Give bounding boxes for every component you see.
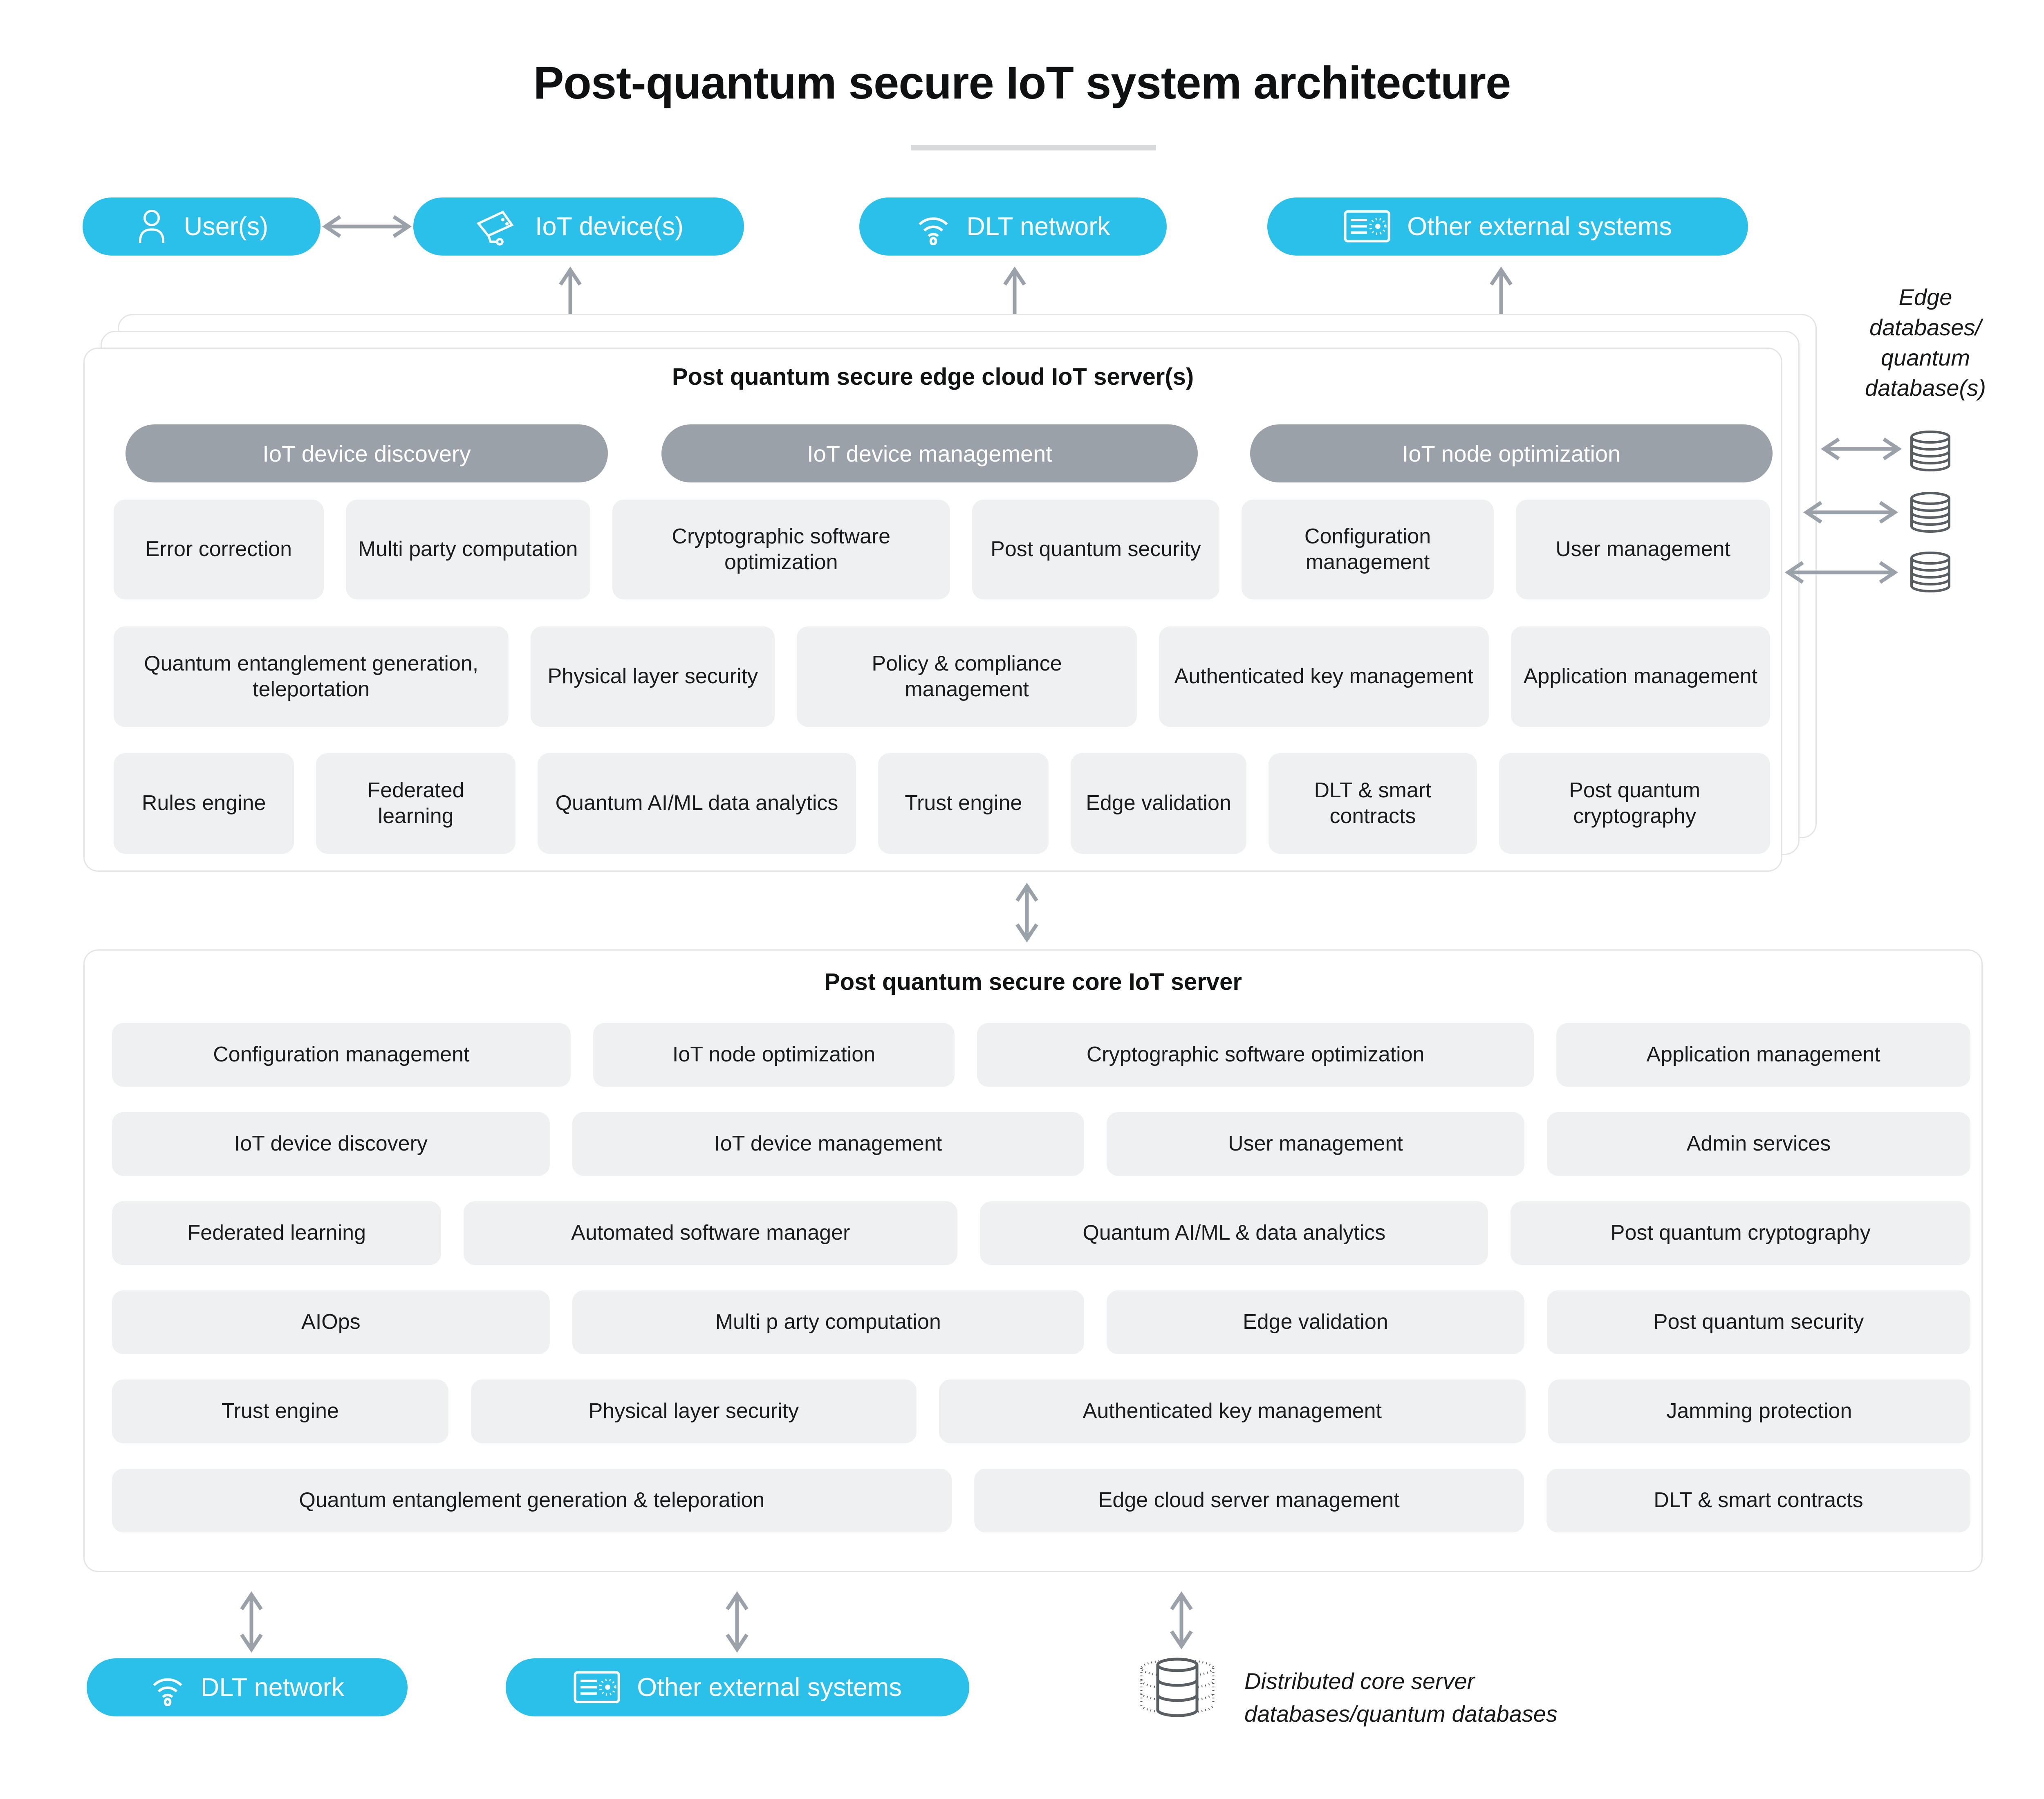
core-box-aiops: AIOps (112, 1290, 550, 1354)
core-box-node-optimization: IoT node optimization (593, 1023, 955, 1087)
core-box-crypto-software: Cryptographic software optimization (977, 1023, 1534, 1087)
core-box-physical-layer: Physical layer security (471, 1380, 917, 1443)
core-box-device-mgmt: IoT device management (572, 1112, 1084, 1176)
edge-pill-device-discovery: IoT device discovery (126, 424, 608, 482)
page-title: Post-quantum secure IoT system architect… (533, 57, 1511, 108)
core-box-jamming: Jamming protection (1548, 1380, 1970, 1443)
arrow-edge-db-1 (1820, 437, 1902, 460)
core-box-pq-security: Post quantum security (1547, 1290, 1970, 1354)
edge-box-quantum-aiml: Quantum AI/ML data analytics (537, 753, 856, 854)
edge-box-config-mgmt: Configuration management (1241, 500, 1494, 599)
edge-capability-row-2: Quantum entanglement generation, telepor… (114, 626, 1770, 727)
edge-databases-label-line: databases/ (1869, 314, 1981, 340)
node-other-external-bottom: Other external systems (506, 1658, 969, 1716)
edge-box-edge-validation: Edge validation (1071, 753, 1246, 854)
arrow-edge-db-2 (1803, 501, 1898, 524)
core-capability-row-2: IoT device discovery IoT device manageme… (112, 1112, 1970, 1176)
arrow-core-dlt (240, 1591, 263, 1653)
edge-databases-label-line: Edge (1898, 284, 1952, 310)
core-capability-row-5: Trust engine Physical layer security Aut… (112, 1380, 1970, 1443)
edge-capability-row-1: Error correction Multi party computation… (114, 500, 1770, 599)
core-box-dlt-contracts: DLT & smart contracts (1546, 1469, 1970, 1532)
core-box-auto-software: Automated software manager (464, 1201, 958, 1265)
edge-box-trust-engine: Trust engine (878, 753, 1049, 854)
core-capability-row-6: Quantum entanglement generation & telepo… (112, 1469, 1970, 1532)
core-databases-label-line: databases/quantum databases (1244, 1700, 1558, 1727)
core-capability-row-3: Federated learning Automated software ma… (112, 1201, 1970, 1265)
edge-box-physical-layer: Physical layer security (531, 626, 775, 727)
edge-box-pq-security: Post quantum security (972, 500, 1219, 599)
edge-pill-node-optimization: IoT node optimization (1250, 424, 1773, 482)
arrow-edge-core (1015, 882, 1038, 943)
node-dlt-network-bottom: DLT network (87, 1658, 408, 1716)
user-icon (139, 210, 164, 243)
edge-box-rules-engine: Rules engine (114, 753, 294, 854)
arrow-users-iotdevices (322, 215, 412, 238)
arrow-core-db (1170, 1591, 1193, 1650)
node-users-label: User(s) (184, 212, 269, 241)
core-box-trust-engine: Trust engine (112, 1380, 448, 1443)
edge-capability-row-3: Rules engine Federated learning Quantum … (114, 753, 1770, 854)
external-system-card-icon (574, 1671, 620, 1703)
wifi-icon (153, 1678, 182, 1706)
edge-box-dlt-contracts: DLT & smart contracts (1268, 753, 1477, 854)
core-capability-row-1: Configuration management IoT node optimi… (112, 1023, 1971, 1087)
core-box-multi-party: Multi p arty computation (572, 1290, 1084, 1354)
arrow-edge-db-3 (1784, 561, 1898, 584)
core-box-device-discovery: IoT device discovery (112, 1112, 550, 1176)
core-box-auth-key: Authenticated key management (939, 1380, 1526, 1443)
core-box-entanglement: Quantum entanglement generation & telepo… (112, 1469, 952, 1532)
title-underline (911, 145, 1156, 150)
core-box-edge-cloud-mgmt: Edge cloud server management (974, 1469, 1524, 1532)
edge-databases-label-line: database(s) (1865, 375, 1986, 401)
node-other-external-top: Other external systems (1267, 197, 1748, 256)
cctv-camera-icon (476, 211, 514, 246)
node-iot-devices: IoT device(s) (413, 197, 744, 256)
core-box-config-mgmt: Configuration management (112, 1023, 571, 1087)
edge-server-title: Post quantum secure edge cloud IoT serve… (672, 363, 1194, 390)
node-dlt-network-bottom-label: DLT network (200, 1673, 345, 1702)
wifi-icon (919, 217, 948, 245)
edge-box-app-mgmt: Application management (1511, 626, 1770, 727)
node-users: User(s) (83, 197, 320, 256)
core-databases-label: Distributed core server databases/quantu… (1244, 1665, 1858, 1730)
core-databases-label-line: Distributed core server (1244, 1668, 1475, 1694)
node-other-external-bottom-label: Other external systems (637, 1673, 902, 1702)
edge-box-user-mgmt: User management (1516, 500, 1770, 599)
edge-box-federated-learning: Federated learning (316, 753, 515, 854)
core-box-admin-services: Admin services (1547, 1112, 1970, 1176)
core-box-federated-learning: Federated learning (112, 1201, 442, 1265)
distributed-database-icon (1140, 1658, 1215, 1717)
external-system-card-icon (1344, 210, 1390, 242)
core-box-pq-cryptography: Post quantum cryptography (1511, 1201, 1970, 1265)
node-iot-devices-label: IoT device(s) (535, 212, 684, 241)
core-box-quantum-aiml: Quantum AI/ML & data analytics (980, 1201, 1488, 1265)
edge-databases-label-line: quantum (1881, 344, 1970, 370)
edge-box-auth-key: Authenticated key management (1159, 626, 1489, 727)
core-capability-row-4: AIOps Multi p arty computation Edge vali… (112, 1290, 1970, 1354)
core-box-edge-validation: Edge validation (1106, 1290, 1525, 1354)
core-server-title: Post quantum secure core IoT server (824, 969, 1242, 995)
node-other-external-top-label: Other external systems (1407, 212, 1672, 241)
edge-box-crypto-software: Cryptographic software optimization (612, 500, 950, 599)
edge-box-pq-cryptography: Post quantum cryptography (1499, 753, 1770, 854)
database-icon (1910, 431, 1950, 471)
edge-box-policy-compliance: Policy & compliance management (797, 626, 1137, 727)
edge-box-entanglement: Quantum entanglement generation, telepor… (114, 626, 509, 727)
core-box-user-mgmt: User management (1106, 1112, 1525, 1176)
database-icon (1910, 492, 1950, 533)
edge-pill-device-management: IoT device management (661, 424, 1198, 482)
node-dlt-network-top-label: DLT network (966, 212, 1110, 241)
node-dlt-network-top: DLT network (859, 197, 1167, 256)
edge-box-multi-party: Multi party computation (345, 500, 590, 599)
database-icon (1910, 552, 1950, 592)
core-box-app-mgmt: Application management (1556, 1023, 1971, 1087)
edge-box-error-correction: Error correction (114, 500, 324, 599)
arrow-core-external (726, 1591, 749, 1653)
edge-databases-label: Edge databases/ quantum database(s) (1807, 282, 2044, 403)
